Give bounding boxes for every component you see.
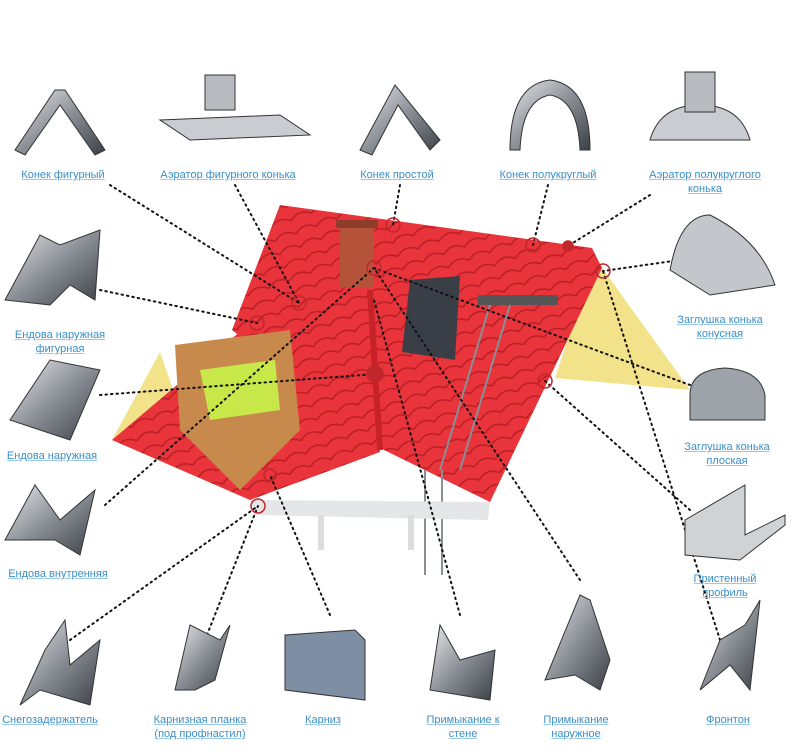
roof-house [112, 205, 690, 575]
label-line: конька [687, 183, 723, 195]
link-aerator-figurnogo-konka[interactable]: Аэратор фигурного конька [160, 169, 296, 181]
skylight [402, 276, 460, 360]
konek-figurny-icon [14, 89, 106, 156]
label-line: Примыкание [543, 714, 609, 726]
label-line: профиль [702, 587, 748, 599]
label-line: наружное [551, 728, 601, 740]
left-gable [112, 352, 180, 440]
link-snegozaderzhatel[interactable]: Снегозадержатель [2, 714, 98, 726]
label-line: фигурная [35, 343, 85, 355]
label-line: Заглушка конька [677, 314, 763, 326]
karniz-icon [284, 629, 366, 701]
zaglushka-konusnaya-icon [669, 214, 776, 296]
label-line: Карнизная планка [153, 714, 247, 726]
link-endova-naruzhnaya-figurnaya[interactable]: Ендова наружная фигурная [15, 328, 105, 356]
link-zaglushka-ploskaya[interactable]: Заглушка конька плоская [684, 440, 770, 468]
chimney [340, 225, 374, 287]
karniznaya-planka-icon [174, 624, 231, 691]
label-line: Пристенный [693, 573, 757, 585]
konek-prostoy-icon [359, 84, 441, 156]
link-primykanie-naruzhnoe[interactable]: Примыкание наружное [543, 713, 608, 741]
aerator-figurny-icon [158, 114, 312, 141]
label-line: стене [448, 728, 478, 740]
link-primykanie-k-stene[interactable]: Примыкание к стене [426, 713, 499, 741]
link-endova-vnutrennyaya[interactable]: Ендова внутренняя [8, 568, 108, 580]
label-line: Примыкание к [426, 714, 500, 726]
link-pristenny-profil[interactable]: Пристенный профиль [694, 572, 757, 600]
label-line: Заглушка конька [684, 441, 770, 453]
endova-vnutrennyaya-icon [4, 484, 96, 556]
primykanie-k-stene-icon [429, 623, 496, 701]
part-icons [4, 71, 786, 706]
insulation-green [200, 360, 280, 420]
label-line: конусная [696, 328, 744, 340]
link-endova-naruzhnaya[interactable]: Ендова наружная [6, 450, 98, 462]
link-aerator-polukruglogo-konka[interactable]: Аэратор полукруглого конька [649, 168, 761, 196]
marker-circles [249, 217, 611, 514]
fronton-icon [699, 599, 761, 692]
konek-polukrugly-icon [509, 79, 591, 151]
endova-figurnaya-icon [4, 229, 101, 306]
label-line: плоская [706, 455, 748, 467]
pristenny-profil-icon [684, 484, 786, 561]
aerator-box [204, 74, 236, 111]
link-fronton[interactable]: Фронтон [706, 714, 750, 726]
link-karniznaya-planka[interactable]: Карнизная планка (под профнастил) [154, 713, 247, 741]
label-line: Ендова наружная [14, 329, 106, 341]
primykanie-naruzhnoe-icon [544, 594, 611, 691]
label-line: (под профнастил) [154, 728, 246, 740]
endova-naruzhnaya-icon [9, 359, 101, 441]
snegozaderzhatel-icon [19, 618, 101, 706]
link-konek-figurny[interactable]: Конек фигурный [21, 169, 105, 181]
connector-lines [69, 184, 721, 641]
zaglushka-ploskaya-icon [689, 367, 766, 421]
roof-walkway [478, 295, 558, 305]
link-konek-polukrugly[interactable]: Конек полукруглый [499, 169, 597, 181]
link-konek-prostoy[interactable]: Конек простой [360, 169, 434, 181]
eave-gutter [250, 500, 490, 520]
link-zaglushka-konusnaya[interactable]: Заглушка конька конусная [677, 313, 763, 341]
link-karniz[interactable]: Карниз [305, 714, 341, 726]
label-line: Аэратор полукруглого [649, 169, 761, 181]
